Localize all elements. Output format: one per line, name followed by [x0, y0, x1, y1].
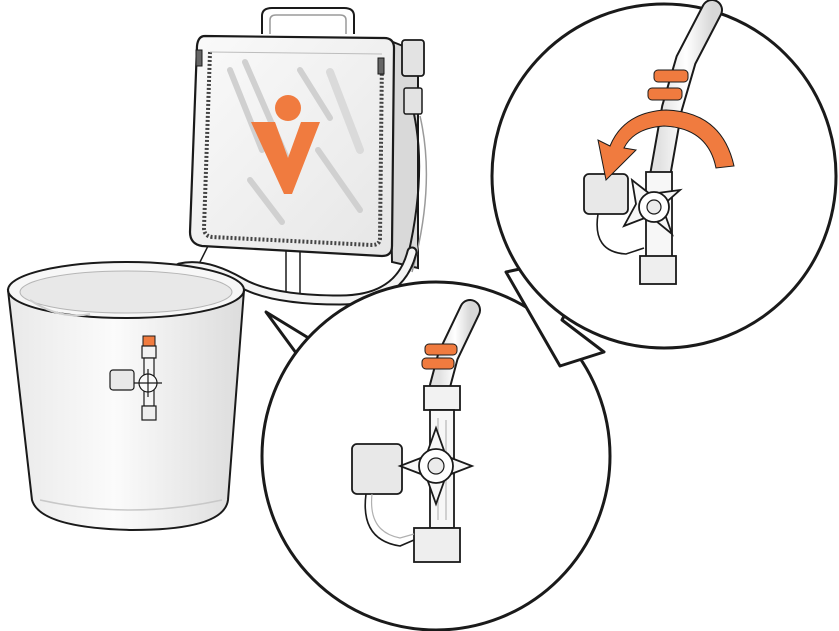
drainage-bag — [190, 8, 426, 302]
bag-handle — [262, 8, 354, 34]
bucket-body — [8, 290, 244, 530]
magnified-view-open — [492, 4, 836, 366]
logo-dot — [275, 95, 301, 121]
bag-buckle — [402, 40, 424, 76]
bag-front-panel — [190, 36, 394, 256]
bucket — [8, 262, 244, 530]
